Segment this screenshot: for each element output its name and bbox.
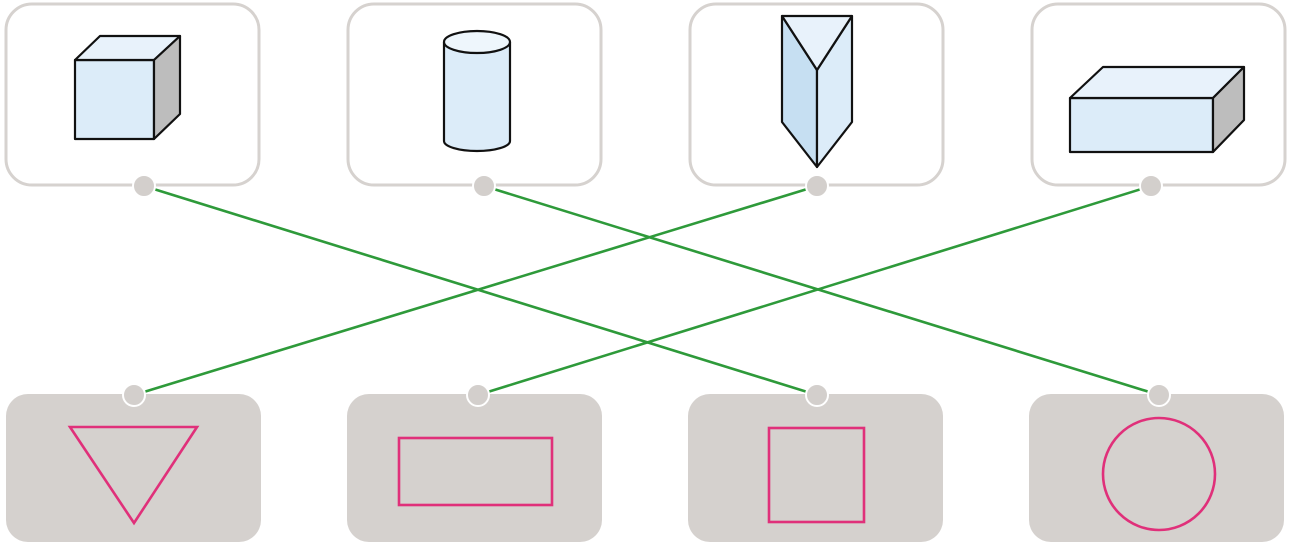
match-lines — [133, 184, 1160, 397]
triangular-prism-icon — [780, 14, 854, 169]
solid-connector-dots — [132, 174, 1163, 198]
dot-rectangle[interactable] — [466, 383, 490, 407]
cube-icon — [73, 34, 182, 141]
circle-icon — [1101, 416, 1217, 532]
shape-card-rectangle — [347, 394, 602, 542]
shape-card-square — [688, 394, 943, 542]
solid-card-rectangular-prism — [1030, 2, 1287, 187]
cylinder-icon — [442, 29, 512, 153]
box-front-face — [1068, 96, 1215, 154]
cube-front-face — [73, 58, 156, 141]
solid-card-triangular-prism — [688, 2, 945, 187]
rectangle-icon — [397, 436, 554, 507]
match-line-cube-to-square — [143, 184, 818, 397]
dot-triangle[interactable] — [122, 383, 146, 407]
match-line-rectangular-prism-to-rectangle — [477, 184, 1152, 397]
shape-card-triangle — [6, 394, 261, 542]
square-icon — [767, 426, 866, 524]
cube-side-face — [152, 34, 182, 141]
solid-card-cube — [4, 2, 261, 187]
match-line-cylinder-to-circle — [483, 184, 1160, 397]
cylinder-top — [442, 29, 512, 55]
triangle-icon — [67, 425, 200, 526]
dot-cube[interactable] — [132, 174, 156, 198]
dot-circle[interactable] — [1147, 383, 1171, 407]
match-line-triangular-prism-to-triangle — [133, 184, 818, 397]
dot-triangular-prism[interactable] — [805, 174, 829, 198]
prism-top-face — [780, 14, 854, 72]
dot-cylinder[interactable] — [472, 174, 496, 198]
shape-connector-dots — [122, 383, 1171, 407]
solid-card-cylinder — [346, 2, 603, 187]
shape-card-circle — [1029, 394, 1284, 542]
rectangular-prism-icon — [1068, 65, 1246, 154]
cylinder-body — [442, 42, 512, 153]
dot-rectangular-prism[interactable] — [1139, 174, 1163, 198]
dot-square[interactable] — [805, 383, 829, 407]
box-side-face — [1211, 65, 1246, 154]
